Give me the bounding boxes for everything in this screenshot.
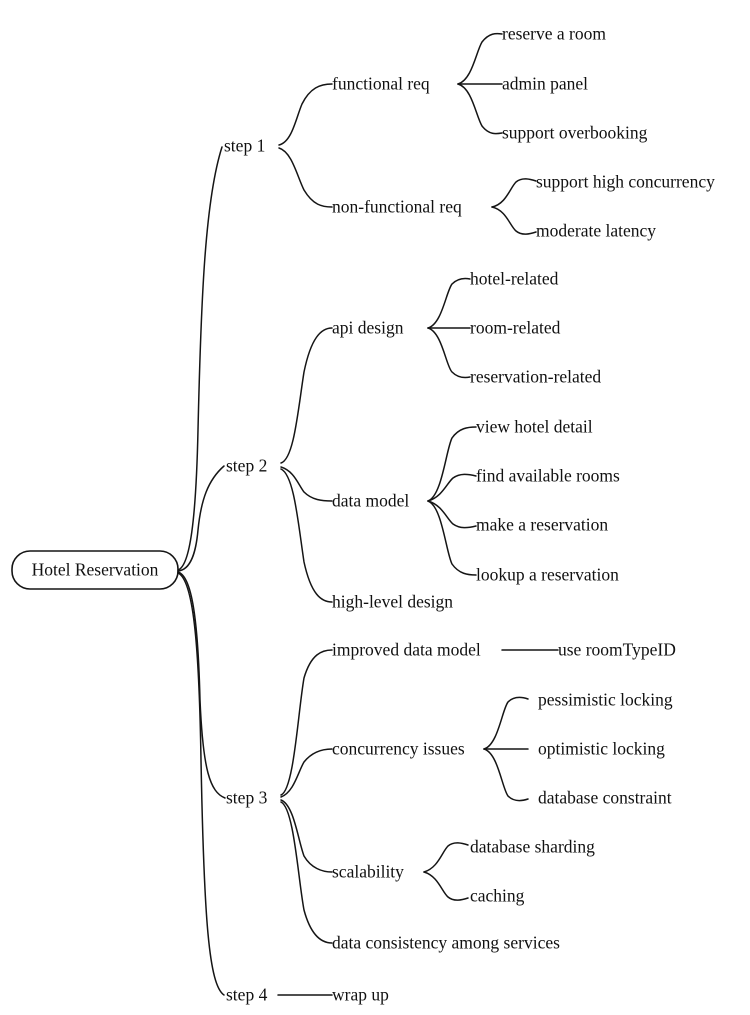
node-database-sharding[interactable]: database sharding	[470, 836, 595, 857]
edge-functional-req-to-reserve-a-room	[457, 32, 503, 85]
root-node-label[interactable]: Hotel Reservation	[31, 559, 159, 580]
edge-step3-to-scalability	[280, 799, 333, 873]
node-pessimistic-locking[interactable]: pessimistic locking	[538, 689, 673, 710]
node-non-functional-req[interactable]: non-functional req	[332, 196, 462, 217]
node-step-3[interactable]: step 3	[226, 787, 268, 808]
node-data-model[interactable]: data model	[332, 490, 410, 511]
edge-step3-to-data-consistency	[280, 801, 333, 944]
node-step-4[interactable]: step 4	[226, 984, 268, 1005]
edge-data-model-to-view-hotel-detail	[427, 426, 477, 502]
edge-data-model-to-lookup-a-reservation	[427, 500, 477, 576]
edge-non-functional-req-to-support-high-concurrency	[491, 178, 537, 208]
node-reserve-a-room[interactable]: reserve a room	[502, 23, 606, 44]
node-api-design[interactable]: api design	[332, 317, 404, 338]
node-use-roomtypeid[interactable]: use roomTypeID	[558, 639, 676, 660]
edge-functional-req-to-support-overbooking	[457, 83, 503, 135]
node-step-2[interactable]: step 2	[226, 455, 268, 476]
edge-root-to-step2	[177, 465, 225, 572]
edge-concurrency-issues-to-pessimistic-locking	[483, 696, 529, 750]
edge-data-model-to-make-a-reservation	[427, 500, 477, 529]
node-optimistic-locking[interactable]: optimistic locking	[538, 738, 665, 759]
node-wrap-up[interactable]: wrap up	[332, 984, 389, 1005]
edge-data-model-to-find-available-rooms	[427, 473, 477, 502]
node-caching[interactable]: caching	[470, 885, 525, 906]
edge-scalability-to-database-sharding	[423, 842, 469, 873]
edge-step3-to-concurrency-issues	[280, 748, 333, 798]
edge-scalability-to-caching	[423, 871, 469, 901]
edge-step2-to-api-design	[280, 327, 333, 464]
node-improved-data-model[interactable]: improved data model	[332, 639, 481, 660]
node-find-available-rooms[interactable]: find available rooms	[476, 465, 620, 486]
node-reservation-related[interactable]: reservation-related	[470, 366, 602, 387]
node-step-1[interactable]: step 1	[224, 135, 266, 156]
edge-non-functional-req-to-moderate-latency	[491, 206, 537, 235]
edge-root-to-step4	[177, 572, 225, 996]
node-functional-req[interactable]: functional req	[332, 73, 430, 94]
edge-step1-to-non-functional-req	[278, 147, 333, 208]
node-support-overbooking[interactable]: support overbooking	[502, 122, 648, 143]
node-hotel-related[interactable]: hotel-related	[470, 268, 559, 289]
edge-root-to-step1	[177, 146, 223, 571]
node-moderate-latency[interactable]: moderate latency	[536, 220, 657, 241]
edge-step2-to-high-level-design	[280, 468, 333, 603]
node-lookup-a-reservation[interactable]: lookup a reservation	[476, 564, 619, 585]
node-admin-panel[interactable]: admin panel	[502, 73, 589, 94]
node-make-a-reservation[interactable]: make a reservation	[476, 514, 609, 535]
node-support-high-concurrency[interactable]: support high concurrency	[536, 171, 715, 192]
node-data-consistency-among-services[interactable]: data consistency among services	[332, 932, 560, 953]
edge-step3-to-improved-data-model	[280, 649, 333, 796]
node-database-constraint[interactable]: database constraint	[538, 787, 672, 808]
node-room-related[interactable]: room-related	[470, 317, 561, 338]
node-scalability[interactable]: scalability	[332, 861, 404, 882]
edge-api-design-to-reservation-related	[427, 327, 471, 379]
node-view-hotel-detail[interactable]: view hotel detail	[476, 416, 593, 437]
edge-step2-to-data-model	[280, 466, 333, 502]
edge-step1-to-functional-req	[278, 83, 333, 146]
node-concurrency-issues[interactable]: concurrency issues	[332, 738, 465, 759]
edge-concurrency-issues-to-database-constraint	[483, 748, 529, 802]
node-high-level-design[interactable]: high-level design	[332, 591, 454, 612]
edge-api-design-to-hotel-related	[427, 277, 471, 329]
